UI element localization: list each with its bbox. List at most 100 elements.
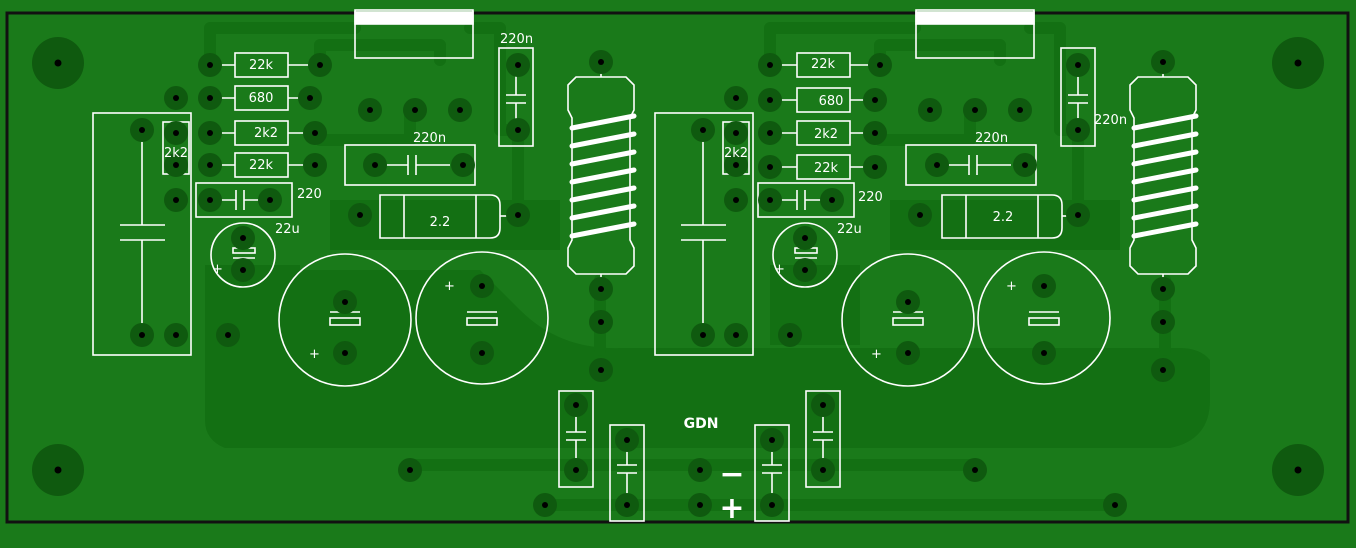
pad-drill <box>173 332 179 338</box>
pad-drill <box>1112 502 1118 508</box>
pad-drill <box>139 127 145 133</box>
copper-traces <box>204 22 1171 511</box>
pad-drill <box>312 162 318 168</box>
pad-drill <box>769 437 775 443</box>
board-outline <box>5 11 1350 524</box>
pad-drill <box>573 402 579 408</box>
pad-drill <box>240 235 246 241</box>
pads <box>130 50 1175 517</box>
pad-drill <box>733 130 739 136</box>
mounting-holes <box>32 37 1324 496</box>
left-r3-label: 2k2 <box>254 126 278 141</box>
pad-drill <box>267 197 273 203</box>
pad-drill <box>312 130 318 136</box>
right-polarity-2: + <box>871 347 882 362</box>
pad-drill <box>225 332 231 338</box>
pad-drill <box>767 130 773 136</box>
gnd-label: GDN <box>684 416 719 432</box>
pad-drill <box>542 502 548 508</box>
pad-drill <box>460 162 466 168</box>
right-cfilmtop-label: 220n <box>1094 113 1127 128</box>
pad-drill <box>1160 59 1166 65</box>
left-csmall-label: 220 <box>297 187 322 202</box>
pad-drill <box>1022 162 1028 168</box>
pad-drill <box>820 402 826 408</box>
pad-drill <box>1075 62 1081 68</box>
pad-drill <box>1041 350 1047 356</box>
left-rpower-label: 2.2 <box>430 215 451 230</box>
left-polarity-2: + <box>309 347 320 362</box>
pad-drill <box>1017 107 1023 113</box>
pad-drill <box>802 235 808 241</box>
pad-drill <box>700 332 706 338</box>
right-r4-label: 22k <box>814 161 839 176</box>
pad-drill <box>624 502 630 508</box>
pad-drill <box>139 332 145 338</box>
pad-drill <box>905 299 911 305</box>
pad-drill <box>598 286 604 292</box>
pad-drill <box>367 107 373 113</box>
pad-drill <box>342 350 348 356</box>
left-polarity-3: + <box>444 279 455 294</box>
pad-drill <box>927 107 933 113</box>
pad-drill <box>479 350 485 356</box>
left-cfilmtop-label: 220n <box>500 32 533 47</box>
pad-drill <box>972 467 978 473</box>
left-r1-label: 22k <box>249 58 274 73</box>
pad-drill <box>307 95 313 101</box>
pad-drill <box>787 332 793 338</box>
pad-drill <box>317 62 323 68</box>
pad-drill <box>173 95 179 101</box>
pad-drill <box>173 162 179 168</box>
pad-drill <box>515 212 521 218</box>
pad-drill <box>733 95 739 101</box>
right-cfilmmid-label: 220n <box>975 131 1008 146</box>
pad-drill <box>769 502 775 508</box>
left-polarity-1: + <box>212 262 223 277</box>
right-inductor-coil <box>1131 113 1199 239</box>
left-r4-label: 22k <box>249 158 274 173</box>
right-csmall-label: 220 <box>858 190 883 205</box>
pad-drill <box>479 283 485 289</box>
right-polarity-1: + <box>774 262 785 277</box>
pad-drill <box>697 467 703 473</box>
right-r3-label: 2k2 <box>814 127 838 142</box>
right-polarity-3: + <box>1006 279 1017 294</box>
pad-drill <box>1075 127 1081 133</box>
pad-drill <box>1041 283 1047 289</box>
pad-drill <box>934 162 940 168</box>
pad-drill <box>767 97 773 103</box>
pad-drill <box>872 130 878 136</box>
pad-drill <box>733 197 739 203</box>
right-r2-label: 680 <box>819 94 844 109</box>
pad-drill <box>624 437 630 443</box>
pad-drill <box>457 107 463 113</box>
pad-drill <box>829 197 835 203</box>
plus-label: + <box>719 491 744 526</box>
pad-drill <box>820 467 826 473</box>
pad-drill <box>733 332 739 338</box>
right-rpower-label: 2.2 <box>993 210 1014 225</box>
right-r1-label: 22k <box>811 57 836 72</box>
left-rvert-label: 2k2 <box>164 146 188 161</box>
pad-drill <box>767 164 773 170</box>
power-section <box>558 390 841 522</box>
pad-drill <box>905 350 911 356</box>
pad-drill <box>207 130 213 136</box>
pad-drill <box>407 467 413 473</box>
pad-drill <box>372 162 378 168</box>
pad-drill <box>207 162 213 168</box>
pad-drill <box>515 62 521 68</box>
pad-drill <box>697 502 703 508</box>
pad-drill <box>573 467 579 473</box>
pad-drill <box>515 127 521 133</box>
pad-drill <box>767 197 773 203</box>
minus-label: − <box>719 457 744 492</box>
left-celec-label: 22u <box>275 222 300 237</box>
right-labels: 22k 680 2k2 22k 2k2 220 22u 220n 220n 2.… <box>724 57 1127 362</box>
pad-drill <box>802 267 808 273</box>
right-celec-label: 22u <box>837 222 862 237</box>
pad-drill <box>598 367 604 373</box>
pad-drill <box>342 299 348 305</box>
